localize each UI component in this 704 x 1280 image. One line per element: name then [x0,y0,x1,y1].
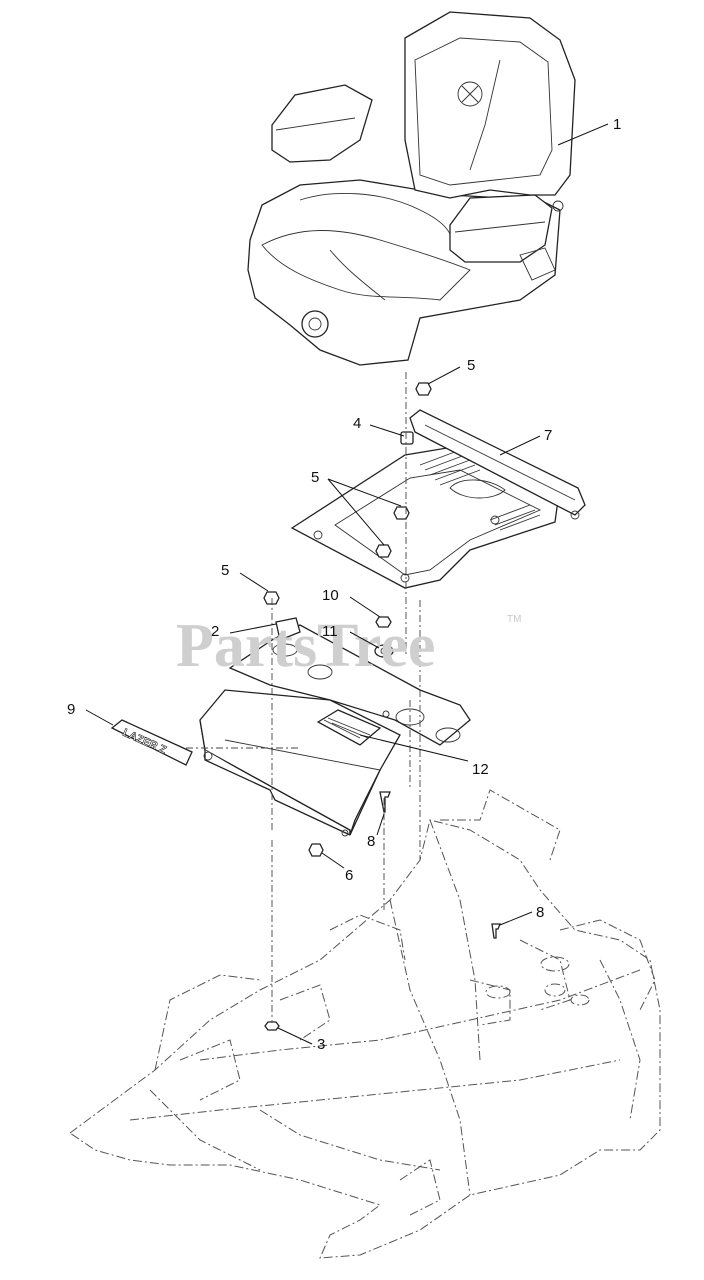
callout-3: 3 [317,1036,325,1053]
callout-6: 6 [345,867,353,884]
seat-assembly [247,11,576,366]
callout-8b: 8 [536,904,544,921]
callouts: 1 5 4 7 5 5 10 2 11 9 12 8 6 8 3 [67,116,621,1053]
callout-5a: 5 [467,357,475,374]
callout-12: 12 [472,761,489,778]
bolts [264,791,501,1031]
callout-8a: 8 [367,833,375,850]
watermark-trademark: TM [507,614,521,625]
callout-2: 2 [211,623,219,640]
console-cover [199,689,401,837]
assembly-lines [186,372,421,1022]
leader-lines [85,123,609,1045]
seat-mount-plate [290,409,586,589]
callout-10: 10 [322,587,339,604]
callout-7: 7 [544,427,552,444]
callout-5b: 5 [311,469,319,486]
callout-1: 1 [613,116,621,133]
lazer-z-decal: LAZER Z [110,719,193,766]
callout-11: 11 [322,623,338,640]
watermark-text: PartsTree [176,612,435,680]
hardware-nuts-plate [263,382,432,658]
mower-frame [69,789,661,1259]
callout-5c: 5 [221,562,229,579]
callout-9: 9 [67,701,75,718]
watermark: PartsTree TM [176,612,521,680]
callout-4: 4 [353,415,361,432]
